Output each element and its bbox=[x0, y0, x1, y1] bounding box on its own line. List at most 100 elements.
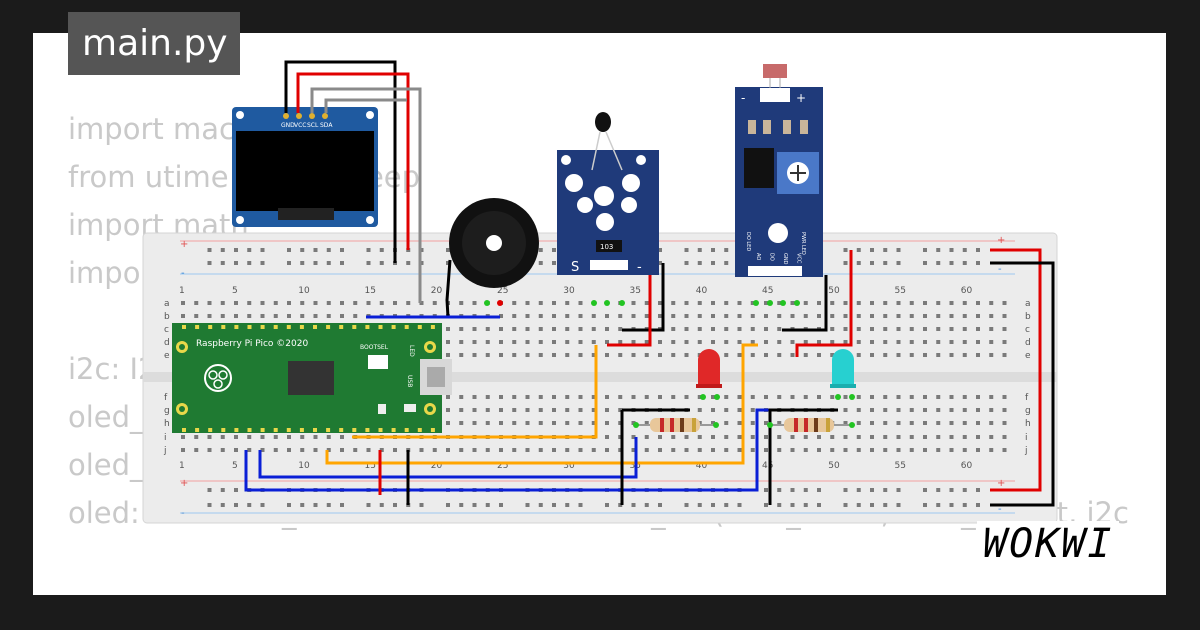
row-letter: g bbox=[164, 406, 170, 416]
row-letter: g bbox=[1025, 406, 1031, 416]
row-letter: c bbox=[1025, 325, 1030, 335]
pico-pads bbox=[182, 325, 435, 432]
wire-rail-right-black bbox=[990, 261, 1055, 507]
ldr-pin-label: AO bbox=[755, 253, 761, 260]
column-number: 40 bbox=[696, 286, 708, 296]
ldr-minus-label: - bbox=[741, 91, 745, 105]
ldr-pin-label: DO bbox=[769, 253, 775, 261]
row-letter: h bbox=[164, 419, 170, 429]
rail-plus-label: + bbox=[180, 478, 188, 489]
rail-plus-label: + bbox=[180, 239, 188, 250]
column-number: 55 bbox=[895, 461, 906, 471]
row-letter: h bbox=[1025, 419, 1031, 429]
wire-ntc-vcc bbox=[607, 275, 652, 347]
file-tab[interactable]: main.py bbox=[68, 12, 240, 75]
column-number: 30 bbox=[563, 461, 575, 471]
column-number: 20 bbox=[431, 286, 443, 296]
column-number: 30 bbox=[563, 286, 575, 296]
column-number: 55 bbox=[895, 286, 906, 296]
wire-ldr-vcc bbox=[795, 250, 853, 357]
row-letter: e bbox=[1025, 351, 1031, 361]
ntc-chip-label: 103 bbox=[600, 243, 613, 251]
column-number: 45 bbox=[762, 461, 773, 471]
rail-minus-label: - bbox=[181, 508, 185, 519]
row-letter: j bbox=[1024, 446, 1028, 456]
oled-pin-label: SDA bbox=[320, 122, 333, 129]
ldr-pin-labels: AO DO GND VCC bbox=[755, 253, 802, 265]
column-number: 60 bbox=[961, 286, 973, 296]
column-number: 10 bbox=[298, 286, 310, 296]
column-number: 40 bbox=[696, 461, 708, 471]
column-number: 35 bbox=[630, 286, 641, 296]
wire-orange-2 bbox=[325, 343, 758, 465]
oled-pin[interactable] bbox=[322, 113, 328, 119]
oled-pin-label: SCL bbox=[307, 122, 319, 129]
raspberry-pi-pico[interactable]: Raspberry Pi Pico ©2020 BOOTSEL LED USB bbox=[172, 323, 452, 433]
column-number: 1 bbox=[179, 286, 185, 296]
column-number: 50 bbox=[828, 461, 840, 471]
column-number: 20 bbox=[431, 461, 443, 471]
column-number: 50 bbox=[828, 286, 840, 296]
column-number: 5 bbox=[232, 286, 238, 296]
oled-pin-label: GND bbox=[281, 122, 295, 129]
ldr-do-led-label: DO LED bbox=[745, 232, 751, 251]
cyan-led[interactable] bbox=[830, 349, 856, 388]
column-number: 25 bbox=[497, 286, 508, 296]
wire-orange-1 bbox=[352, 345, 598, 439]
column-number: 60 bbox=[961, 461, 973, 471]
ntc-minus-label: - bbox=[637, 260, 642, 275]
column-number: 15 bbox=[365, 286, 376, 296]
column-number: 15 bbox=[365, 461, 376, 471]
pin-markers bbox=[484, 300, 855, 428]
wire-blue-2 bbox=[258, 437, 638, 479]
row-letter: j bbox=[163, 446, 167, 456]
ldr-pwr-led-label: PWR LED bbox=[800, 232, 806, 255]
oled-pin[interactable] bbox=[296, 113, 302, 119]
row-letter: f bbox=[164, 393, 168, 403]
led-label: LED bbox=[408, 345, 415, 357]
rail-plus-label: + bbox=[997, 235, 1005, 246]
column-number: 1 bbox=[179, 461, 185, 471]
resistor-2[interactable] bbox=[770, 418, 852, 432]
ldr-pin-label: GND bbox=[782, 253, 788, 265]
resistor-1[interactable] bbox=[636, 418, 716, 432]
oled-pin-label: VCC bbox=[294, 122, 306, 129]
wokwi-logo: WOKWI bbox=[977, 521, 1120, 567]
oled-pin[interactable] bbox=[309, 113, 315, 119]
row-letter: f bbox=[1025, 393, 1029, 403]
buzzer[interactable] bbox=[449, 198, 539, 288]
ntc-temperature-module[interactable]: 103 S - bbox=[557, 112, 659, 275]
breadboard-labels: 1155101015152020252530303535404045455050… bbox=[163, 235, 1031, 519]
ldr-pin-label: VCC bbox=[796, 253, 802, 264]
row-letter: b bbox=[164, 312, 170, 322]
row-letter: a bbox=[1025, 299, 1031, 309]
red-led[interactable] bbox=[696, 349, 722, 388]
wire-oled-scl bbox=[310, 87, 422, 303]
wire-ldr-ao bbox=[782, 275, 828, 332]
rail-minus-label: - bbox=[181, 268, 185, 279]
wire-oled-gnd bbox=[284, 60, 397, 263]
raspberry-logo-icon bbox=[204, 364, 232, 392]
column-number: 25 bbox=[497, 461, 508, 471]
rail-plus-label: + bbox=[997, 478, 1005, 489]
column-number: 45 bbox=[762, 286, 773, 296]
column-number: 5 bbox=[232, 461, 238, 471]
wire-ntc-gnd bbox=[622, 263, 665, 332]
rail-minus-label: - bbox=[998, 264, 1002, 275]
column-number: 10 bbox=[298, 461, 310, 471]
rail-minus-label: - bbox=[998, 504, 1002, 515]
row-letter: i bbox=[1025, 433, 1028, 443]
wire-buzzer-gnd bbox=[445, 259, 452, 318]
row-letter: i bbox=[164, 433, 167, 443]
row-letter: d bbox=[164, 338, 170, 348]
oled-pin[interactable] bbox=[283, 113, 289, 119]
ntc-signal-label: S bbox=[571, 260, 579, 275]
wire-oled-sda bbox=[324, 98, 407, 113]
row-letter: e bbox=[164, 351, 170, 361]
row-letter: a bbox=[164, 299, 170, 309]
pico-label: Raspberry Pi Pico ©2020 bbox=[196, 339, 308, 349]
code-line: led: Pin = machine.Pin(21, machine.Pin.O… bbox=[68, 585, 1129, 595]
